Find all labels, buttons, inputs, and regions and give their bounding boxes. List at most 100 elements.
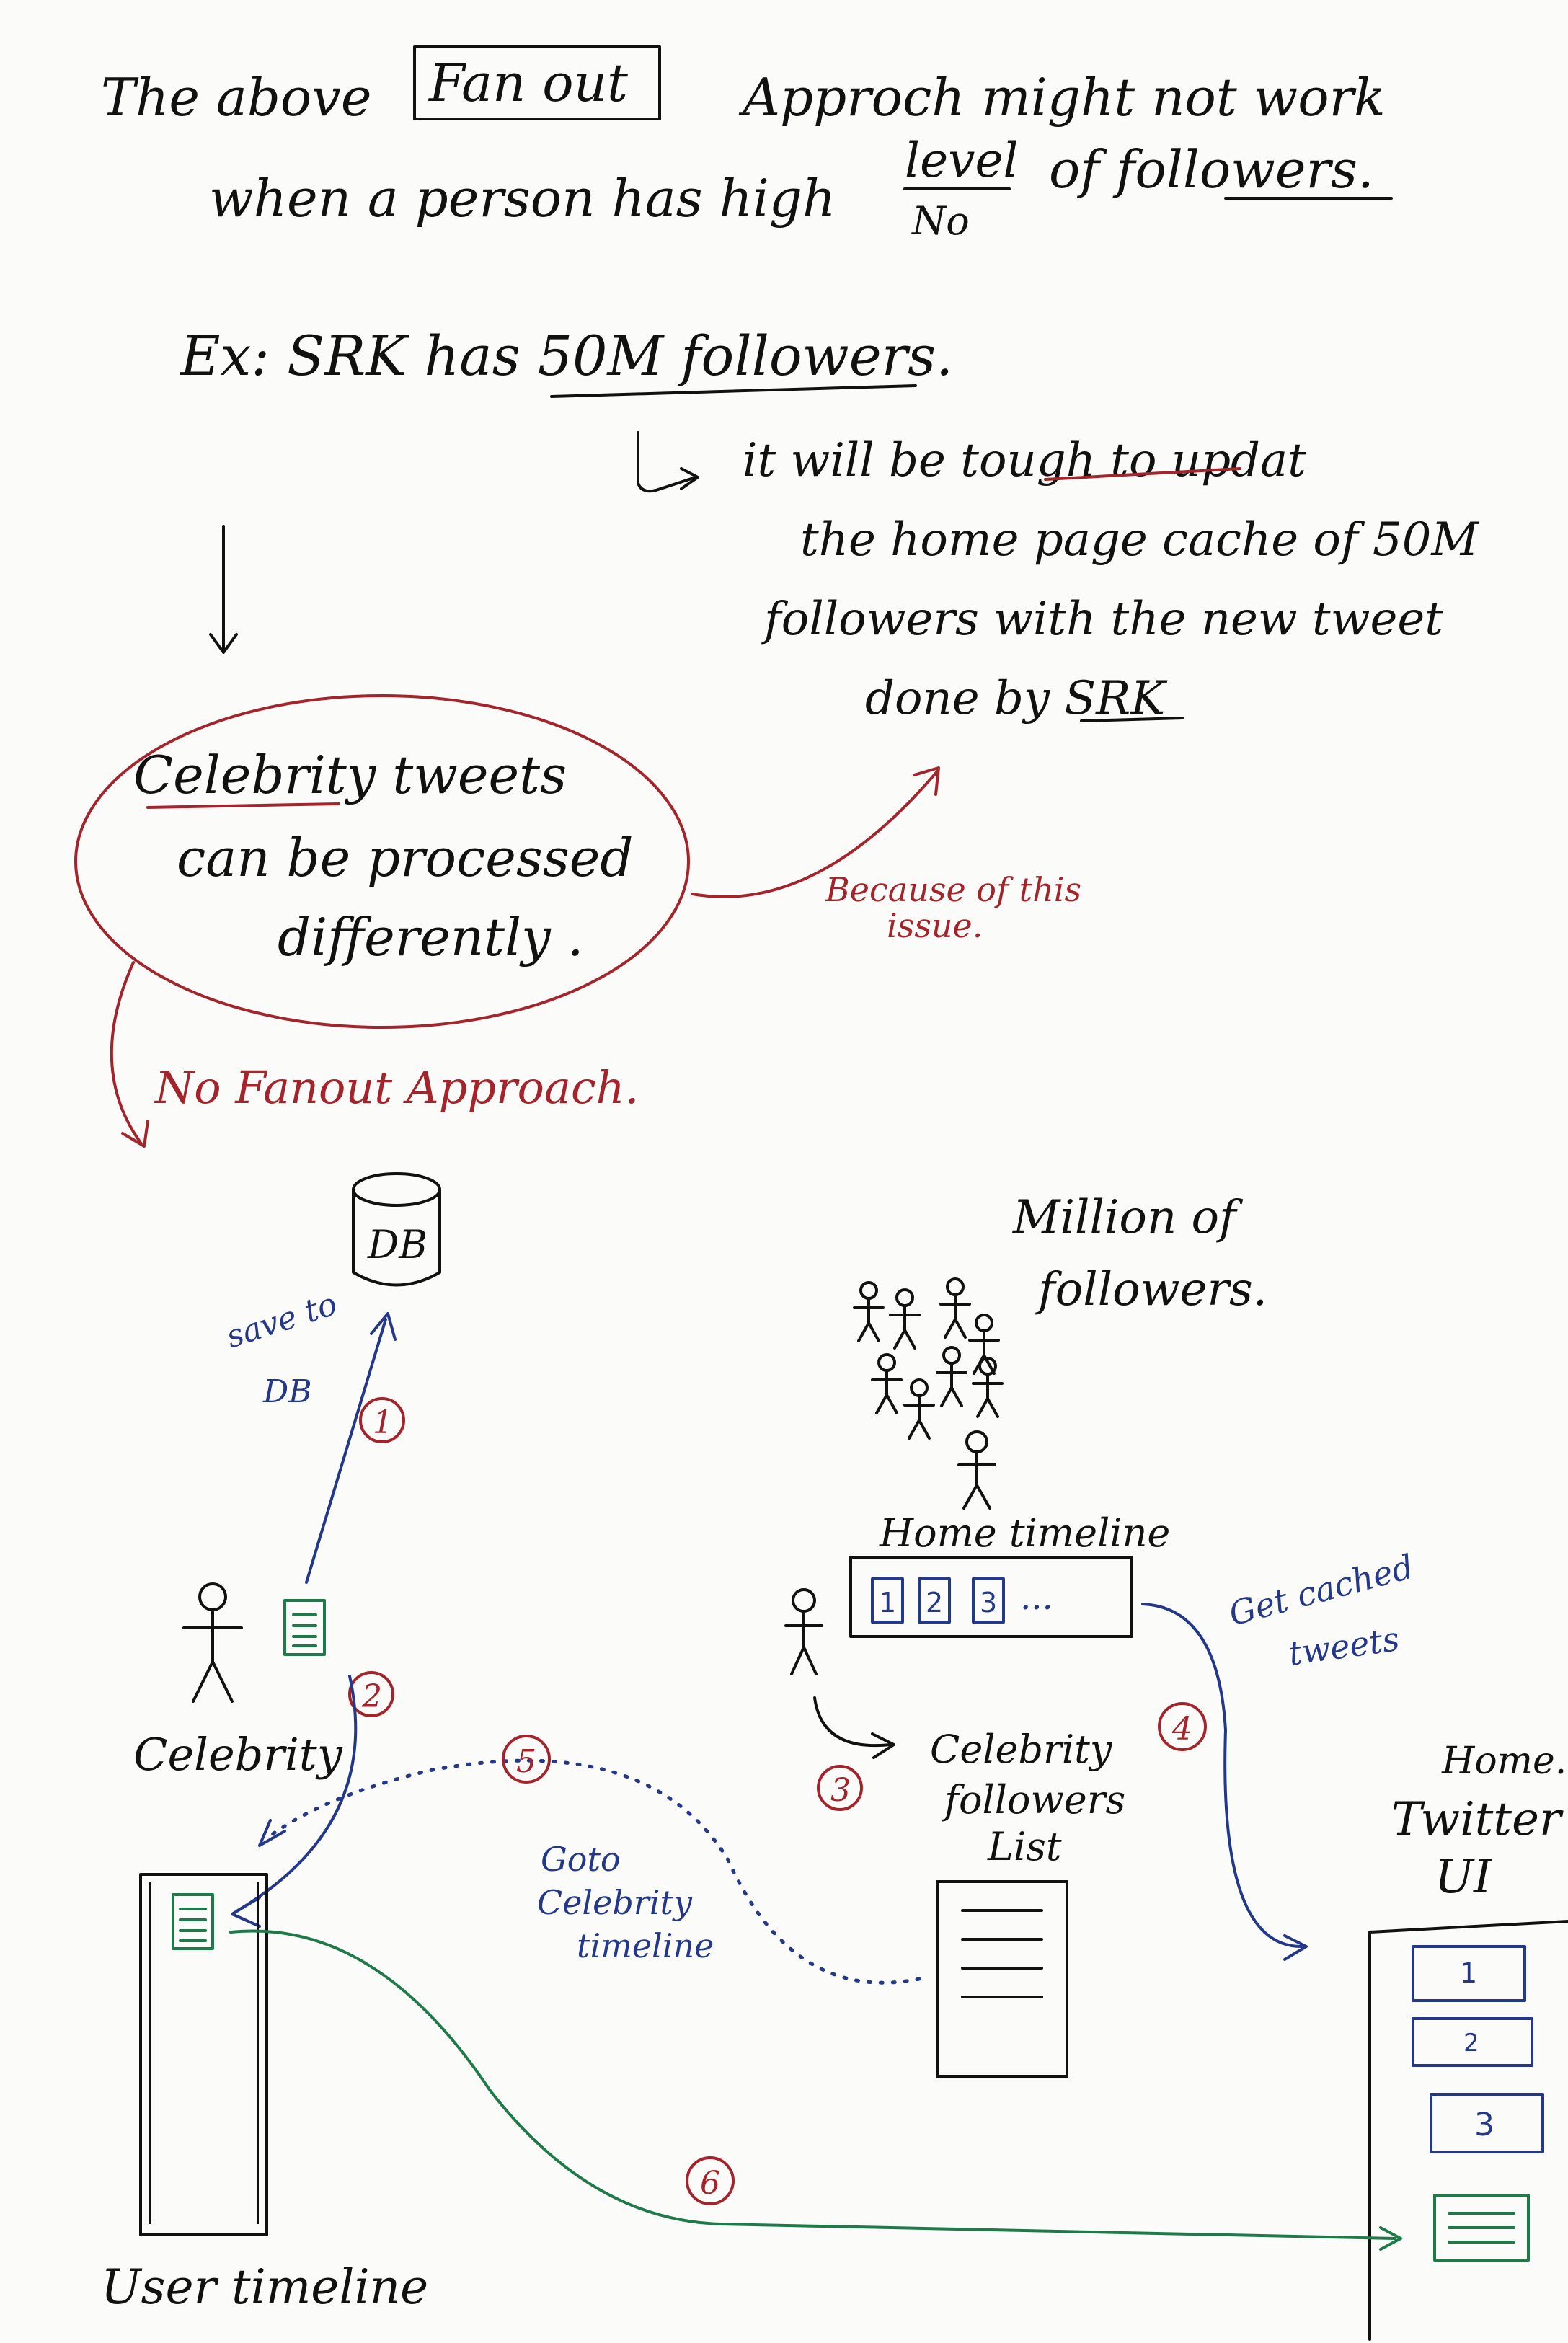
user-timeline-label: User timeline: [101, 2259, 428, 2315]
step-3: 3: [817, 1765, 863, 1811]
fanout-box: [413, 45, 661, 120]
consequence-line4: done by SRK: [865, 672, 1167, 725]
arrow-6: [229, 1929, 1396, 2240]
arrow-4-head: [1283, 1934, 1308, 1961]
svg-text:1: 1: [373, 1404, 393, 1441]
database: DB: [352, 1172, 441, 1287]
tough-underline: [1044, 467, 1241, 481]
level-word: level: [905, 133, 1019, 188]
arrow-3: [813, 1696, 892, 1748]
celebrity-head: [198, 1582, 227, 1611]
intro-line2-pre: when a person has high: [209, 168, 836, 229]
save-arrow: [305, 1318, 387, 1584]
follower-crowd: [853, 1277, 1004, 1510]
twitter-ui-line3: UI: [1435, 1851, 1493, 1904]
svg-text:3: 3: [980, 1587, 997, 1618]
because-line2: issue.: [887, 906, 983, 945]
twitter-ui-item-1: 1: [1412, 1945, 1526, 2002]
home-timeline: 1 2 3 ...: [849, 1556, 1133, 1638]
followers-list-line1: Celebrity: [930, 1727, 1113, 1772]
celebrity-figure: [182, 1582, 243, 1703]
because-arrow-head: [913, 766, 940, 796]
twitter-ui-item-3: 3: [1430, 2093, 1544, 2153]
save-arrow-head: [370, 1312, 397, 1341]
user-timeline-tweet-icon: [172, 1893, 214, 1950]
no-fanout-arrow: [110, 961, 142, 1144]
arrow-4: [1141, 1603, 1303, 1948]
intro-line1-pre: The above: [101, 67, 372, 128]
followers-list-line3: List: [987, 1824, 1062, 1869]
example-note: Ex: SRK has 50M followers. it will be to…: [179, 324, 1479, 725]
step-2: 2: [348, 1671, 394, 1717]
example-hook-arrow: [637, 431, 697, 493]
svg-text:3: 3: [830, 1772, 851, 1809]
celebrity-underline: [146, 802, 340, 809]
svg-text:4: 4: [1171, 1711, 1192, 1748]
celebrity-ellipse: [74, 694, 690, 1029]
goto-line3: timeline: [577, 1926, 714, 1965]
tweet-doc-icon: [283, 1599, 326, 1656]
step-6: 6: [686, 2156, 735, 2205]
celebrity-note: Celebrity tweets can be processed differ…: [74, 694, 1081, 1148]
svg-text:1: 1: [879, 1587, 896, 1618]
home-timeline-item-1: 1: [871, 1577, 904, 1624]
example-hook-head: [680, 467, 699, 490]
million-followers-line1: Million of: [1012, 1191, 1244, 1244]
twitter-ui-frame: 1 2 3: [1368, 1920, 1568, 2341]
home-timeline-item-2: 2: [918, 1577, 951, 1624]
svg-text:2: 2: [1463, 2029, 1479, 2058]
arrow-5: [265, 1758, 921, 1985]
example-underline: [550, 384, 917, 398]
svg-text:5: 5: [516, 1743, 536, 1780]
db-cylinder-body: [352, 1188, 441, 1287]
goto-line2: Celebrity: [537, 1883, 693, 1922]
million-followers-line2: followers.: [1035, 1263, 1267, 1316]
srk-underline: [1080, 717, 1184, 722]
celebrity-label: Celebrity: [133, 1728, 343, 1781]
level-note: No: [911, 198, 970, 244]
arrow-6-head: [1379, 2226, 1402, 2251]
celebrity-line3: differently .: [278, 907, 584, 967]
intro-line2-post: of followers.: [1049, 139, 1374, 200]
twitter-ui-line1: Home.: [1441, 1740, 1567, 1783]
svg-text:6: 6: [700, 2165, 720, 2202]
user-timeline: [139, 1873, 268, 2236]
celebrity-line1: Celebrity tweets: [133, 745, 567, 805]
twitter-ui-celebrity-tweet-icon: [1433, 2194, 1530, 2262]
consequence-line3: followers with the new tweet: [761, 593, 1443, 646]
celebrity-followers-list-box: [936, 1880, 1068, 2078]
intro-line1-post: Approch might not work: [738, 67, 1386, 128]
home-timeline-item-3: 3: [972, 1577, 1005, 1624]
step-5: 5: [502, 1735, 551, 1784]
arrow-2-head: [231, 1896, 261, 1928]
home-timeline-more: ...: [1020, 1577, 1053, 1618]
down-arrow-head: [209, 633, 238, 654]
consequence-line1: it will be tough to updat: [743, 434, 1306, 487]
svg-text:3: 3: [1474, 2107, 1494, 2143]
svg-text:2: 2: [926, 1587, 943, 1618]
intro-note: The above Fan out Approch might not work…: [101, 45, 1393, 244]
follower-figure: [784, 1588, 823, 1675]
arrow-5-head: [258, 1819, 286, 1847]
arrow-2: [236, 1675, 358, 1912]
home-timeline-box: [849, 1556, 1133, 1638]
svg-text:2: 2: [361, 1678, 382, 1715]
twitter-ui-line2: Twitter: [1391, 1793, 1564, 1846]
celebrity-body: [182, 1608, 243, 1703]
db-label: DB: [367, 1222, 428, 1267]
no-fanout-text: No Fanout Approach.: [154, 1061, 639, 1114]
svg-text:1: 1: [1460, 1957, 1477, 1989]
example-text: Ex: SRK has 50M followers.: [179, 324, 953, 388]
step-1: 1: [359, 1397, 405, 1443]
followers-list-line2: followers: [942, 1777, 1125, 1822]
goto-line1: Goto: [541, 1840, 621, 1879]
user-timeline-box: [139, 1873, 268, 2236]
home-timeline-label: Home timeline: [879, 1510, 1170, 1556]
save-to-db-line1: save to: [222, 1285, 342, 1355]
save-to-db-line2: DB: [262, 1373, 312, 1410]
consequence-line2: the home page cache of 50M: [800, 513, 1479, 567]
twitter-ui-item-2: 2: [1412, 2017, 1533, 2067]
because-line1: Because of this: [825, 870, 1081, 909]
celebrity-line2: can be processed: [177, 828, 633, 888]
